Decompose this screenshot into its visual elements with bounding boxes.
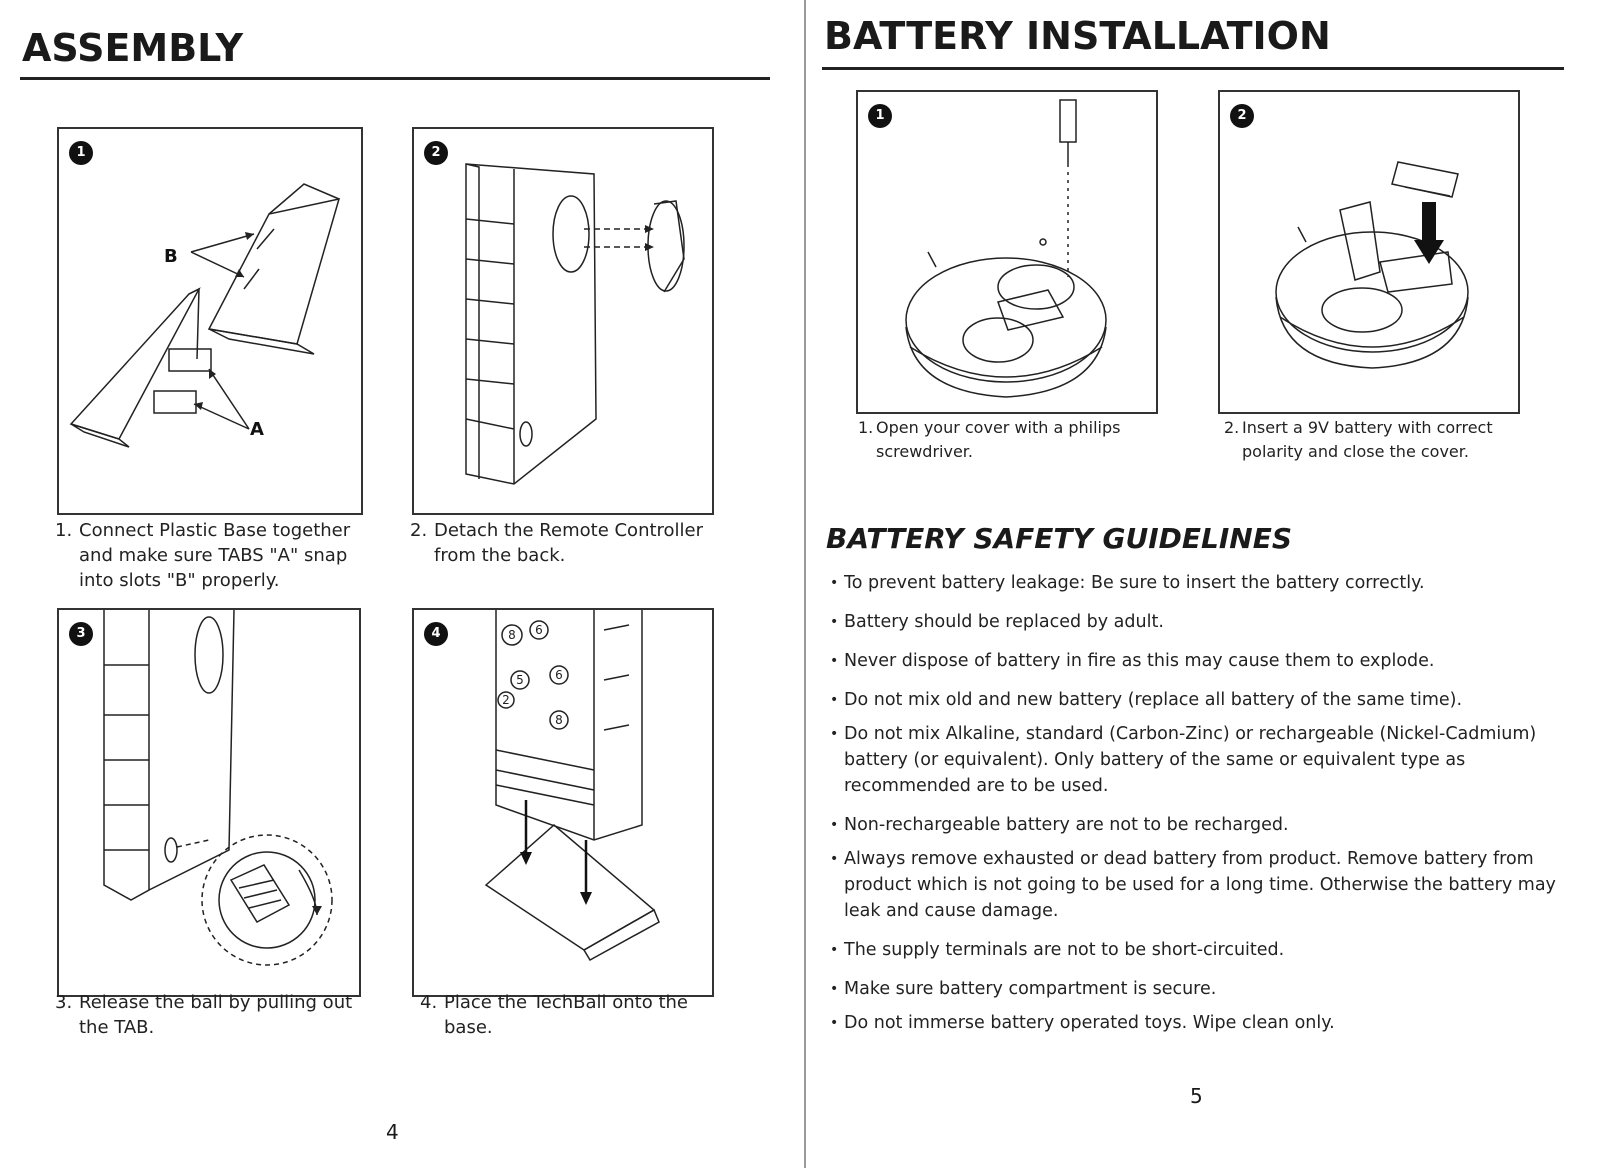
plastic-base-diagram: B A bbox=[69, 183, 341, 448]
release-tab-diagram bbox=[103, 610, 333, 966]
guideline-item: Never dispose of battery in fire as this… bbox=[830, 648, 1570, 674]
caption-number: 4. bbox=[420, 992, 438, 1013]
assembly-step-1-illustration: B A 1 bbox=[57, 127, 363, 515]
battery-safety-title: BATTERY SAFETY GUIDELINES bbox=[826, 522, 1293, 555]
label-b: B bbox=[164, 246, 178, 267]
guideline-item: Do not mix Alkaline, standard (Carbon-Zi… bbox=[830, 721, 1570, 799]
dial-number: 2 bbox=[502, 693, 510, 707]
assembly-caption-3: 3. Release the ball by pulling out the T… bbox=[55, 990, 375, 1040]
step-badge-1: 1 bbox=[69, 141, 93, 165]
guideline-item: Battery should be replaced by adult. bbox=[830, 609, 1570, 635]
place-on-base-diagram: 8 6 2 5 6 8 bbox=[484, 610, 660, 962]
assembly-caption-4: 4. Place the TechBall onto the base. bbox=[420, 990, 720, 1040]
caption-text: Place the TechBall onto the base. bbox=[444, 992, 689, 1038]
assembly-step-4-illustration: 8 6 2 5 6 8 4 bbox=[412, 608, 714, 997]
guideline-item: Do not mix old and new battery (replace … bbox=[830, 687, 1570, 713]
battery-step-1-illustration: 1 bbox=[856, 90, 1158, 414]
dial-number: 5 bbox=[516, 673, 524, 687]
dial-number: 8 bbox=[508, 628, 516, 642]
step-badge-4: 4 bbox=[424, 622, 448, 646]
page-number-5: 5 bbox=[1190, 1084, 1203, 1108]
battery-installation-title: BATTERY INSTALLATION bbox=[824, 14, 1331, 58]
caption-text: Release the ball by pulling out the TAB. bbox=[79, 992, 353, 1038]
title-rule bbox=[20, 77, 770, 80]
caption-number: 3. bbox=[55, 992, 73, 1013]
assembly-step-3-illustration: 3 bbox=[57, 608, 361, 997]
battery-caption-1: 1. Open your cover with a philips screwd… bbox=[858, 416, 1158, 464]
caption-text: Insert a 9V battery with correct polarit… bbox=[1242, 418, 1493, 461]
open-cover-diagram bbox=[905, 99, 1107, 398]
dial-number: 6 bbox=[555, 668, 563, 682]
battery-step-badge-1: 1 bbox=[868, 104, 892, 128]
caption-number: 2. bbox=[1224, 418, 1240, 437]
assembly-title: ASSEMBLY bbox=[22, 26, 243, 70]
insert-battery-diagram bbox=[1275, 161, 1469, 369]
guideline-item: Do not immerse battery operated toys. Wi… bbox=[830, 1010, 1570, 1036]
guideline-item: Non-rechargeable battery are not to be r… bbox=[830, 812, 1570, 838]
title-rule bbox=[822, 67, 1564, 70]
assembly-step-2-illustration: 2 bbox=[412, 127, 714, 515]
battery-step-2-illustration: 2 bbox=[1218, 90, 1520, 414]
step-badge-2: 2 bbox=[424, 141, 448, 165]
book-spine bbox=[804, 0, 806, 1168]
caption-number: 1. bbox=[858, 418, 874, 437]
guideline-item: Make sure battery compartment is secure. bbox=[830, 976, 1570, 1002]
caption-text: Connect Plastic Base together and make s… bbox=[79, 520, 351, 591]
label-a: A bbox=[250, 419, 264, 440]
caption-text: Detach the Remote Controller from the ba… bbox=[434, 520, 704, 566]
dial-number: 8 bbox=[555, 713, 563, 727]
guideline-item: To prevent battery leakage: Be sure to i… bbox=[830, 570, 1570, 596]
step-badge-3: 3 bbox=[69, 622, 93, 646]
page-number-4: 4 bbox=[386, 1120, 399, 1144]
dial-number: 6 bbox=[535, 623, 543, 637]
battery-caption-2: 2. Insert a 9V battery with correct pola… bbox=[1224, 416, 1524, 464]
guideline-item: The supply terminals are not to be short… bbox=[830, 937, 1570, 963]
assembly-caption-1: 1. Connect Plastic Base together and mak… bbox=[55, 518, 375, 593]
caption-text: Open your cover with a philips screwdriv… bbox=[876, 418, 1121, 461]
remote-detach-diagram bbox=[465, 163, 685, 485]
caption-number: 1. bbox=[55, 520, 73, 541]
battery-guidelines-list: To prevent battery leakage: Be sure to i… bbox=[830, 570, 1570, 1049]
guideline-item: Always remove exhausted or dead battery … bbox=[830, 846, 1570, 924]
battery-step-badge-2: 2 bbox=[1230, 104, 1254, 128]
assembly-caption-2: 2. Detach the Remote Controller from the… bbox=[410, 518, 730, 568]
caption-number: 2. bbox=[410, 520, 428, 541]
left-page: ASSEMBLY bbox=[20, 26, 770, 1144]
right-page: BATTERY INSTALLATION 1 1. Open your cove… bbox=[806, 0, 1600, 1168]
